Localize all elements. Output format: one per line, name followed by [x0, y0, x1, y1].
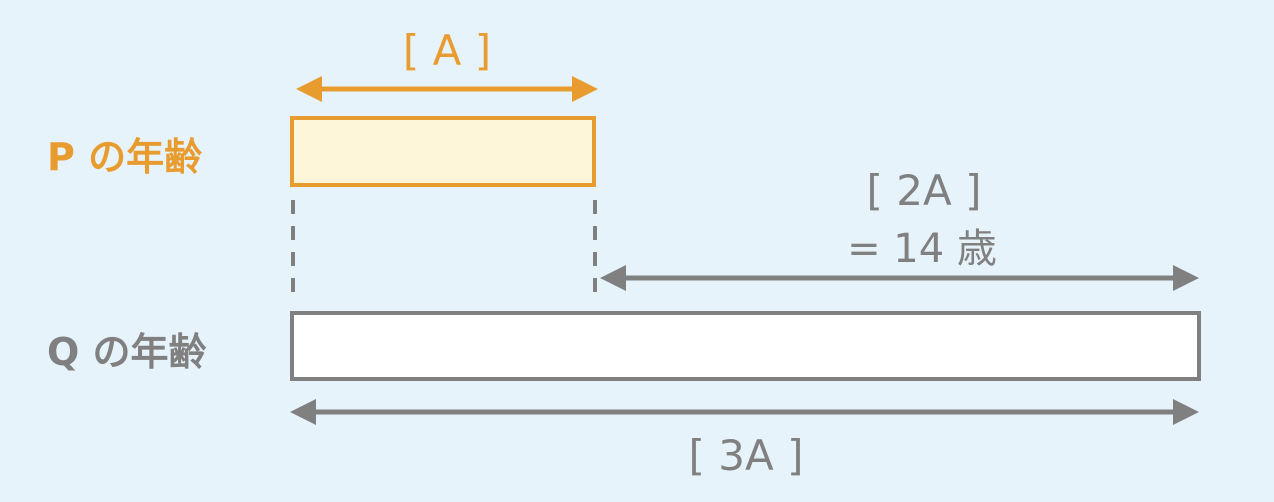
p-age-bar [290, 116, 596, 187]
span-2a-label: [ 2A ] [867, 166, 982, 215]
span-2a-value: = 14 歳 [847, 226, 997, 272]
p-age-label: P の年齢 [47, 135, 202, 179]
span-3a-label: [ 3A ] [689, 431, 804, 480]
span-a-arrow [296, 76, 598, 102]
q-age-bar [290, 311, 1201, 381]
span-2a-arrow [600, 265, 1199, 291]
span-a-label: [ A ] [403, 26, 491, 75]
span-3a-arrow [290, 399, 1199, 425]
q-age-label: Q の年齢 [47, 330, 207, 374]
